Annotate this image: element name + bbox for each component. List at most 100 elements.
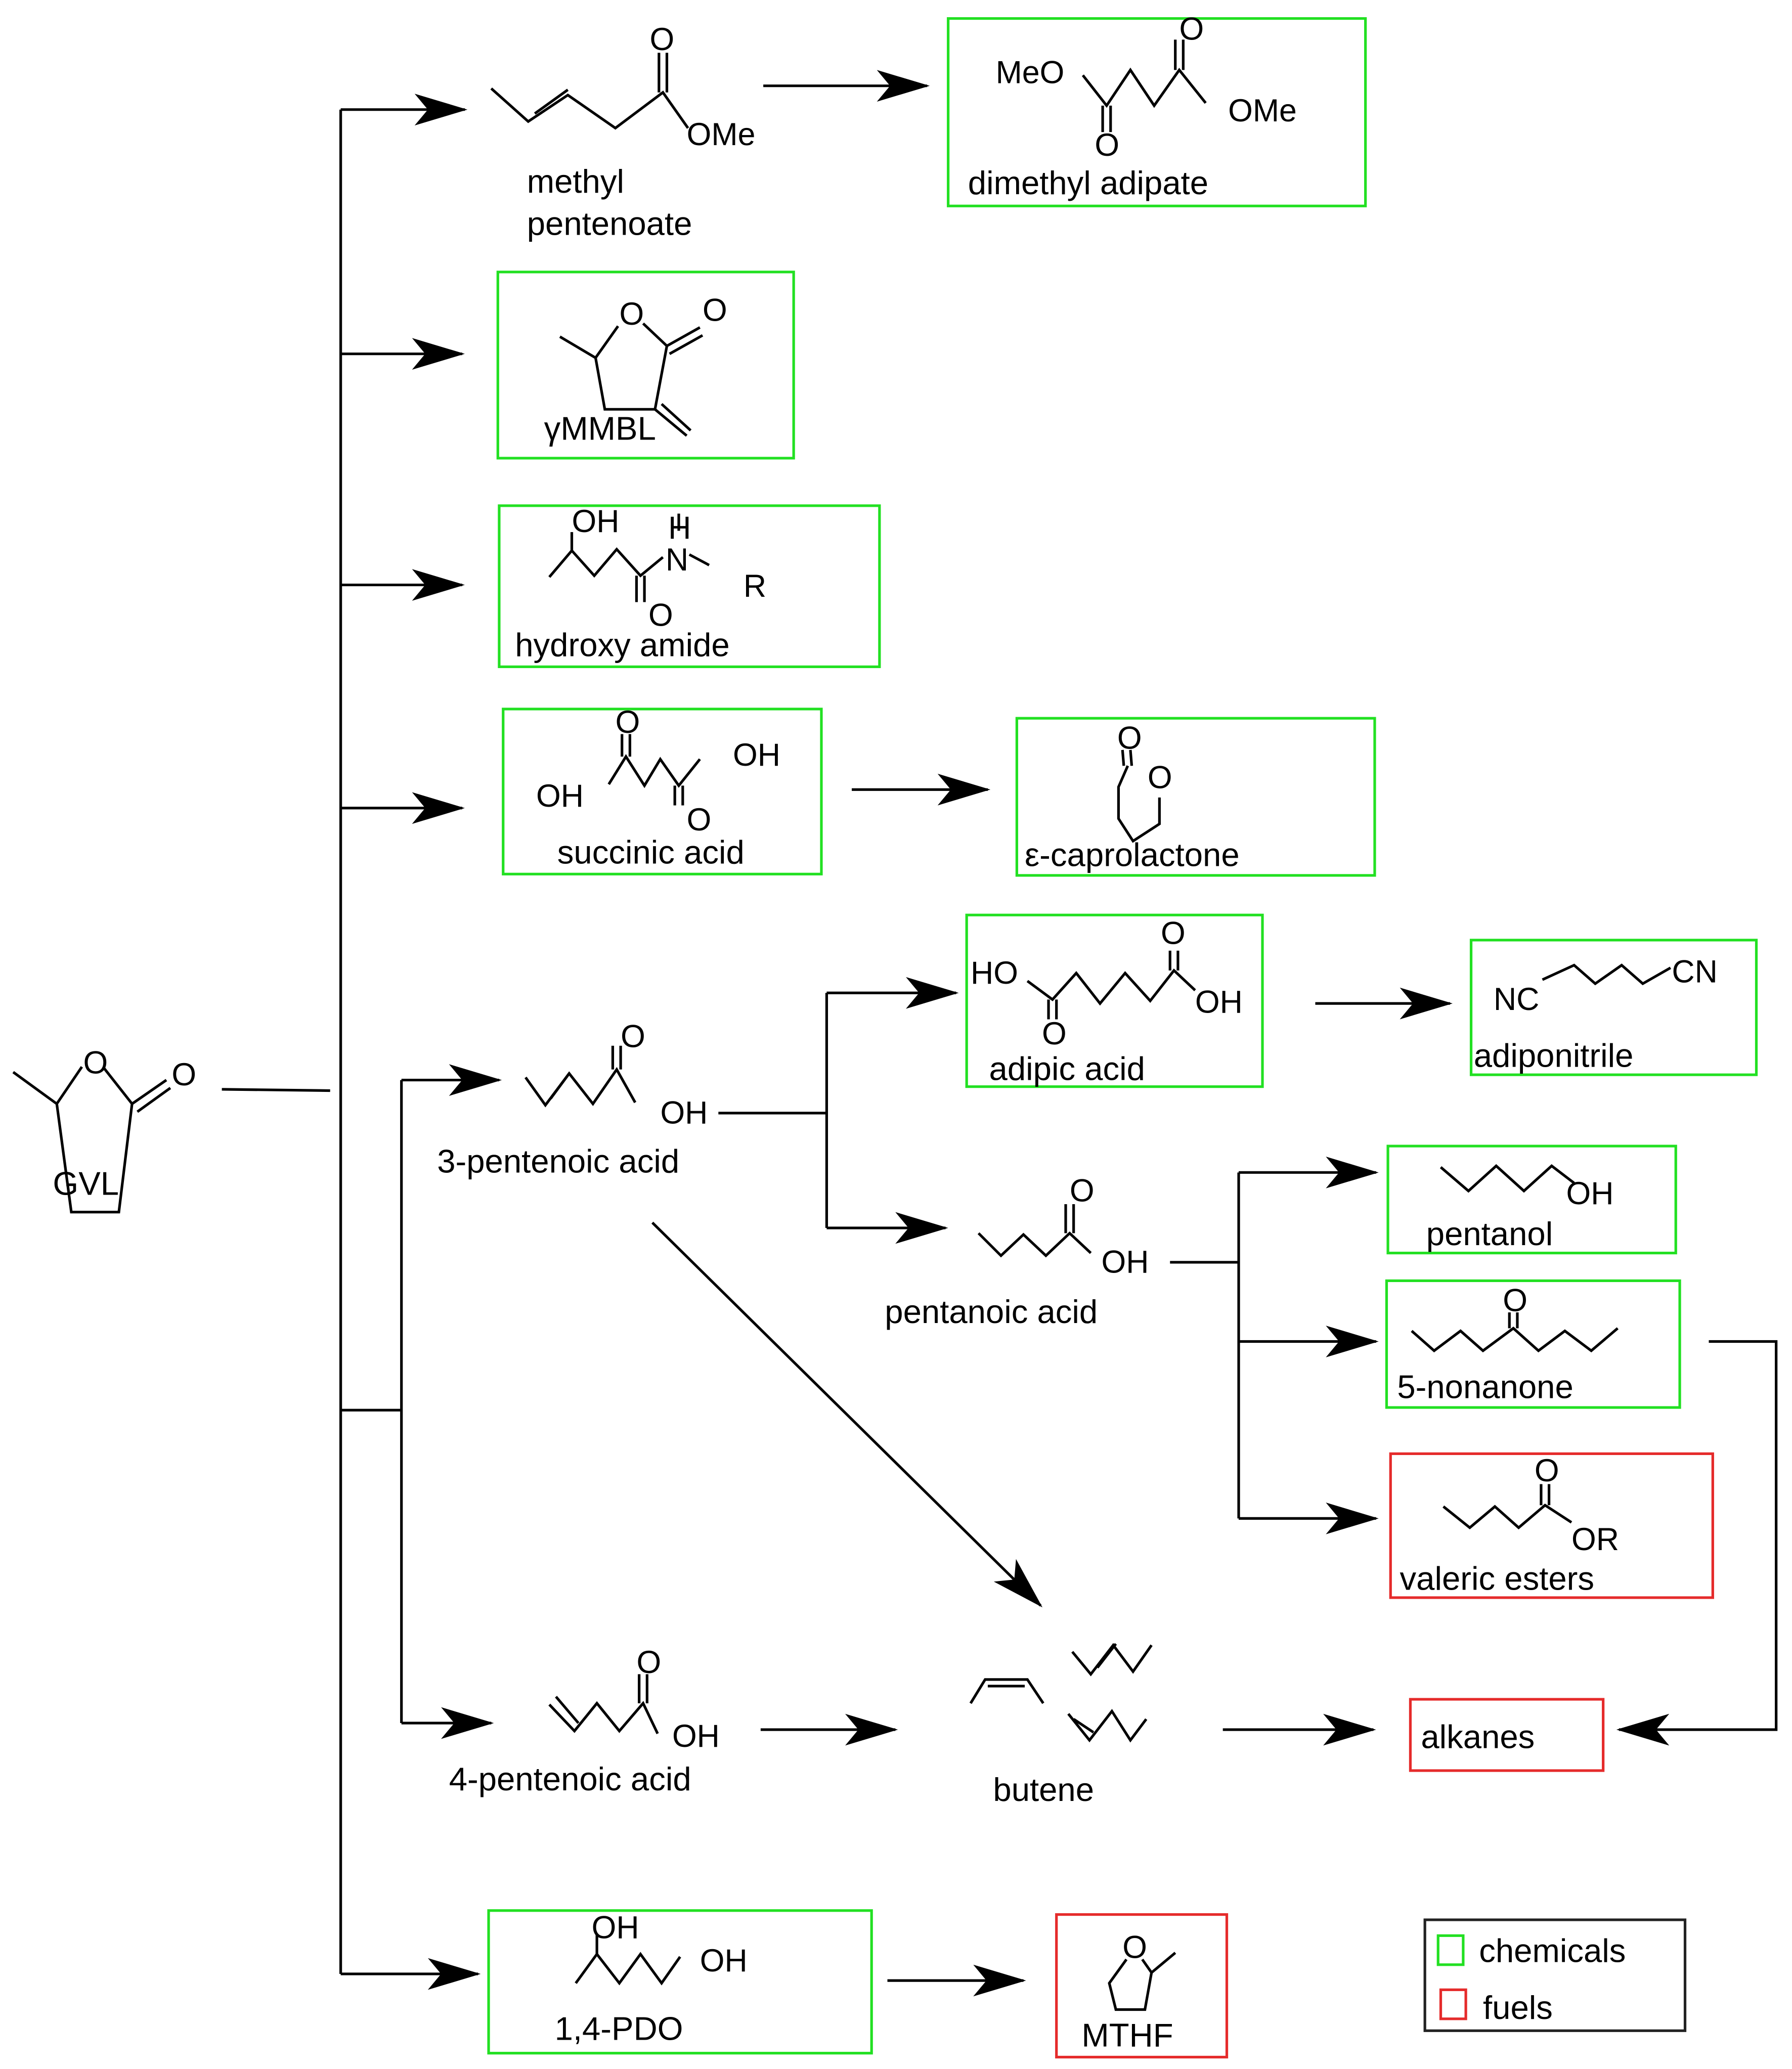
chemicals-box [1469,939,1758,1076]
three-pentenoic-acid-label: 3-pentenoic acid [437,1142,679,1179]
dimethyl-adipate-o-top: O [1179,11,1204,47]
legend: chemicals fuels [1423,1918,1687,2032]
chemicals-box [496,271,795,460]
gvl-carbonyl-oxygen: O [171,1057,196,1092]
hydroxy-amide-n: N [666,542,688,578]
dimethyl-adipate-ome: OMe [1228,93,1297,128]
legend-fuels-label: fuels [1483,1989,1553,2026]
gmmbl-ring-oxygen: O [620,296,644,332]
gvl-structure: O O GVL [12,1045,196,1214]
nonanone-carbonyl-oxygen: O [1503,1283,1527,1318]
butene-node: butene [969,1643,1153,1808]
legend-chemicals-swatch [1436,1934,1465,1966]
chemicals-box [1015,717,1376,877]
pentanoic-acid-node: O OH pentanoic acid [885,1173,1149,1330]
four-pentenoic-acid-node: O OH 4-pentenoic acid [449,1645,720,1797]
four-pentenoic-acid-oh: OH [672,1719,720,1754]
main-branch-connectors [222,94,502,1990]
gmmbl-carbonyl-oxygen: O [703,292,727,328]
succinic-acid-oh-left: OH [536,778,584,814]
four-pentenoic-acid-label: 4-pentenoic acid [449,1760,691,1797]
pentanoic-acid-connectors [1170,1156,1379,1534]
gmmbl-label: γMMBL [544,410,656,447]
legend-frame [1423,1918,1687,2032]
alkanes-node: alkanes [1409,1698,1605,1772]
pentanol-label: pentanol [1426,1215,1553,1252]
adipic-acid-node: HO O O OH adipic acid [965,913,1264,1088]
succinic-acid-o-top: O [616,705,640,740]
pdo-oh-upper: OH [592,1910,639,1946]
caprolactone-node: O O ε-caprolactone [1015,717,1376,877]
gvl-ring-oxygen: O [83,1045,108,1081]
chemicals-box [947,17,1367,207]
adiponitrile-label: adiponitrile [1474,1037,1634,1074]
adiponitrile-node: NC CN adiponitrile [1469,939,1758,1076]
adipic-acid-ho: HO [971,955,1018,991]
methyl-pentenoate-ome: OMe [687,117,756,152]
dimethyl-adipate-label: dimethyl adipate [968,164,1208,201]
dimethyl-adipate-o-bottom: O [1095,127,1119,163]
pentanoic-acid-label: pentanoic acid [885,1293,1098,1330]
succinic-acid-label: succinic acid [557,833,745,870]
succinic-acid-oh-right: OH [733,737,780,773]
three-pentenoic-acid-oh: OH [660,1095,708,1131]
nonanone-node: O 5-nonanone [1385,1279,1681,1409]
three-pentenoic-acid-node: O OH 3-pentenoic acid [437,1019,708,1179]
three-pentenoic-acid-carbonyl-oxygen: O [621,1019,645,1054]
alkanes-label: alkanes [1421,1719,1535,1755]
fuels-box [1055,1913,1229,2059]
adipic-acid-label: adipic acid [989,1050,1145,1087]
succinic-acid-node: O OH OH O succinic acid [502,705,823,875]
adipic-acid-o-bottom: O [1042,1016,1067,1051]
methyl-pentenoate-carbonyl-oxygen: O [650,22,675,57]
mthf-label: MTHF [1081,2017,1173,2054]
chemicals-box [965,913,1264,1088]
methyl-pentenoate-label-line1: methyl [527,163,624,200]
valeric-esters-label: valeric esters [1400,1560,1594,1597]
pentanol-node: OH pentanol [1386,1144,1677,1255]
legend-chemicals-label: chemicals [1479,1932,1626,1969]
valeric-esters-node: O OR valeric esters [1389,1452,1714,1599]
methyl-pentenoate-label-line2: pentenoate [527,205,692,242]
three-pentenoic-acid-connectors [651,977,1043,1608]
gvl-label: GVL [53,1165,119,1202]
dimethyl-adipate-meo: MeO [996,55,1065,90]
chemicals-box [498,504,881,669]
hydroxy-amide-r: R [744,568,766,604]
pdo-label: 1,4-PDO [555,2010,683,2047]
pentanoic-acid-carbonyl-oxygen: O [1070,1173,1095,1209]
arrow-nonanone-to-alkanes [1616,1340,1778,1746]
caprolactone-ring-oxygen: O [1148,760,1172,796]
chemicals-box [502,708,823,875]
pentanol-oh: OH [1566,1176,1614,1211]
nonanone-label: 5-nonanone [1397,1369,1573,1405]
chemicals-box [1385,1279,1681,1409]
pdo-oh-terminal: OH [700,1943,748,1978]
adiponitrile-nc: NC [1494,982,1539,1017]
hydroxy-amide-label: hydroxy amide [515,627,729,664]
butene-label: butene [993,1771,1094,1808]
methyl-pentenoate-node: O OMe methyl pentenoate [490,22,756,242]
legend-fuels-swatch [1439,1988,1467,2020]
pdo-node: OH OH 1,4-PDO [487,1909,873,2055]
gmmbl-node: O O γMMBL [496,271,795,460]
adipic-acid-oh: OH [1195,984,1243,1020]
valeric-esters-carbonyl-oxygen: O [1535,1453,1559,1488]
succinic-acid-o-bottom: O [687,802,712,838]
fuels-box [1409,1698,1605,1772]
mthf-ring-oxygen: O [1122,1930,1147,1965]
caprolactone-label: ε-caprolactone [1025,837,1240,873]
mthf-node: O MTHF [1055,1913,1229,2059]
caprolactone-carbonyl-oxygen: O [1117,720,1142,756]
fuels-box [1389,1452,1714,1599]
pentanoic-acid-oh: OH [1101,1245,1149,1280]
chemicals-box [1386,1144,1677,1255]
hydroxy-amide-carbonyl-oxygen: O [648,597,673,633]
adiponitrile-cn: CN [1672,954,1717,989]
four-pentenoic-acid-carbonyl-oxygen: O [636,1645,661,1680]
hydroxy-amide-node: OH H N R O hydroxy amide [498,504,881,669]
hydroxy-amide-h: H [668,510,691,546]
dimethyl-adipate-node: MeO O O OMe dimethyl adipate [947,11,1367,207]
valeric-esters-or: OR [1571,1522,1619,1557]
